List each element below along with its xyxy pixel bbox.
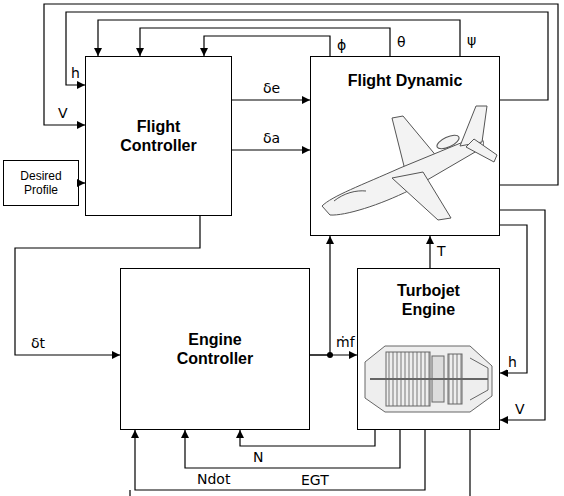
- signal-arrow: [232, 149, 310, 150]
- junction-dot: [327, 352, 333, 358]
- signal-label: h: [70, 65, 81, 81]
- signal-arrow: [232, 99, 310, 100]
- signal-arrow: [15, 216, 200, 355]
- signal-wire: [469, 430, 470, 496]
- signal-arrow: [185, 430, 400, 468]
- aircraft-stabilizer: [466, 139, 497, 162]
- signal-label: δt: [30, 335, 46, 351]
- aircraft-engine-pod: [435, 132, 461, 151]
- signal-arrow: [98, 20, 460, 56]
- signal-arrow: [310, 236, 330, 355]
- signal-label: EGT: [300, 472, 330, 488]
- signal-wire: [129, 490, 130, 496]
- signal-label: ṁf: [335, 334, 356, 350]
- engine-shaft: [370, 378, 488, 380]
- node-title: Engine Controller: [159, 330, 271, 368]
- node-title: Flight Dynamic: [348, 71, 463, 90]
- signal-label: δe: [262, 80, 281, 96]
- signal-arrow: [429, 236, 430, 268]
- signal-label: Ndot: [196, 471, 231, 487]
- signal-label: δa: [262, 130, 281, 146]
- node-title: Turbojet Engine: [373, 281, 485, 319]
- plant-box: Flight Dynamic: [310, 56, 500, 236]
- input-box: Desired Profile: [3, 160, 79, 206]
- signal-arrow: [500, 225, 527, 373]
- signal-arrow: [240, 430, 375, 446]
- aircraft-cockpit: [334, 191, 366, 201]
- signal-arrow: [44, 4, 558, 185]
- node-title: Flight Controller: [103, 117, 215, 155]
- signal-label: θ: [396, 34, 407, 50]
- engine-box: Turbojet Engine: [357, 268, 500, 430]
- aircraft-wing: [392, 172, 451, 220]
- signal-arrow: [135, 430, 425, 490]
- engine-casing: [365, 346, 492, 412]
- signal-label: ψ: [466, 32, 477, 48]
- signal-arrow: [204, 36, 330, 56]
- controller-box: Flight Controller: [85, 56, 232, 216]
- node-title: Desired Profile: [11, 169, 71, 198]
- signal-label: V: [514, 401, 526, 417]
- signal-label: T: [436, 243, 447, 259]
- signal-arrow: [500, 210, 545, 420]
- controller-box: Engine Controller: [120, 268, 310, 430]
- signal-label: ϕ: [336, 37, 347, 53]
- turbojet-illustration: [365, 346, 492, 412]
- signal-label: V: [57, 105, 69, 121]
- signal-label: N: [252, 449, 264, 465]
- signal-arrow: [140, 28, 390, 56]
- signal-label: h: [507, 354, 518, 370]
- engine-nozzle: [470, 358, 488, 400]
- aircraft-illustration: [322, 106, 497, 220]
